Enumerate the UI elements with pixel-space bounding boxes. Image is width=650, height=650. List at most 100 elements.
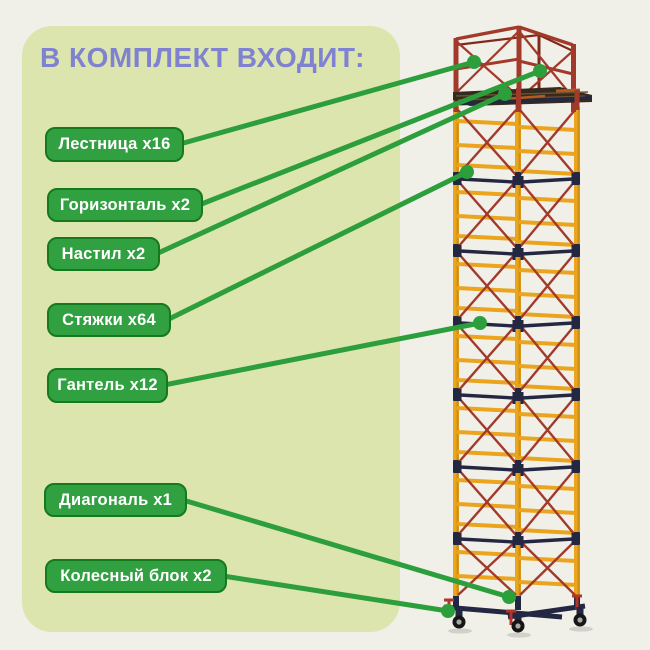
guard-post-foot (516, 88, 521, 112)
ladder-rung (518, 292, 577, 299)
post-sleeve (574, 388, 580, 401)
post-sleeve (453, 244, 459, 257)
tower-post-shade (577, 107, 580, 600)
tie-diagonal (519, 180, 576, 248)
connector-dot-6 (502, 590, 516, 604)
ladder-rung (456, 574, 518, 581)
ladder-rung (518, 364, 577, 371)
tower-post (453, 107, 459, 600)
guard-top-rail (455, 25, 520, 41)
leader-line-1 (179, 59, 475, 147)
tie-diagonal (519, 324, 576, 392)
ladder-rung (456, 550, 518, 557)
guard-top-rail (518, 25, 574, 47)
ladder-rung (456, 502, 518, 509)
ladder-rung (456, 478, 518, 485)
dumbbell-bar (459, 537, 515, 544)
guard-post (571, 44, 576, 112)
rear-guard-post (537, 33, 541, 91)
ladder-rung (456, 143, 518, 150)
kit-item-pill-6: Диагональ x1 (44, 483, 187, 517)
dumbbell-bar (521, 249, 574, 256)
guard-post (516, 26, 522, 112)
post-sleeve (574, 172, 580, 185)
post-sleeve (515, 388, 521, 401)
ladder-rung (518, 196, 577, 203)
tie-diagonal (457, 109, 517, 176)
tie-diagonal (457, 324, 517, 392)
leader-line-6 (182, 497, 510, 600)
ladder-rung (518, 125, 577, 132)
dumbbell-bar (521, 177, 574, 184)
connector-dot-2 (533, 64, 547, 78)
leader-line-3 (154, 91, 507, 257)
post-sleeve (574, 244, 580, 257)
wheel-fork (455, 609, 463, 618)
wheel-fork (576, 607, 584, 616)
connector-dot-4 (460, 165, 474, 179)
connector-dot-1 (467, 55, 481, 69)
kit-item-pill-3: Настил x2 (47, 237, 160, 271)
deck-hatch (504, 94, 546, 101)
tie-diagonal (457, 180, 517, 248)
dumbbell-bar (459, 177, 515, 184)
ladder-rung (456, 190, 518, 197)
tie-diagonal (519, 540, 576, 596)
kit-item-pill-7: Колесный блок x2 (45, 559, 227, 593)
kit-item-pill-5: Гантель x12 (47, 368, 168, 403)
dumbbell-bar (459, 249, 515, 256)
leader-line-5 (163, 320, 481, 388)
wheel-shadow (507, 632, 531, 638)
dumbbell-bar (459, 393, 515, 400)
deck-frame (452, 96, 592, 106)
ladder-rung (518, 556, 577, 563)
wheel-block-beam (443, 604, 563, 620)
post-sleeve (515, 316, 521, 329)
tie-diagonal (519, 109, 576, 176)
wheel-hub (515, 623, 521, 629)
post-sleeve (574, 316, 580, 329)
wheel-hub (577, 617, 583, 623)
base-stub (453, 596, 459, 610)
wheel-fork (514, 613, 522, 622)
post-sleeve (453, 532, 459, 545)
dumbbell-bar (521, 537, 574, 544)
post-sleeve (515, 460, 521, 473)
guard-mid-rail (455, 57, 520, 71)
post-sleeve (574, 460, 580, 473)
leader-line-4 (165, 169, 469, 323)
dumbbell-bar (521, 321, 574, 328)
guard-brace (518, 30, 575, 100)
guard-post (453, 38, 459, 112)
leader-line-7 (222, 573, 449, 614)
post-sleeve (574, 532, 580, 545)
ladder-rung (518, 456, 577, 463)
ladder-rung (456, 119, 518, 126)
ladder-rung (456, 214, 518, 221)
base-stub (515, 596, 521, 610)
ladder-rung (518, 149, 577, 156)
connector-dot-5 (473, 316, 487, 330)
tie-diagonal (519, 468, 576, 536)
ladder-rung (518, 580, 577, 587)
dumbbell-bar (459, 465, 515, 472)
ladder-rung (518, 528, 577, 535)
scaffold-tower (443, 25, 593, 638)
guard-brace (455, 40, 520, 98)
ladder-rung (518, 312, 577, 319)
dumbbell-bar (521, 393, 574, 400)
leader-annotations (154, 55, 547, 618)
wheel-shadow (569, 626, 593, 632)
ladder-rung (518, 412, 577, 419)
page-title: В КОМПЛЕКТ ВХОДИТ: (40, 42, 365, 73)
ladder-rung (456, 262, 518, 269)
ladder-rung (456, 334, 518, 341)
ladder-rung (456, 406, 518, 413)
ladder-rung (518, 220, 577, 227)
guard-post-foot (574, 90, 580, 110)
ladder-rung (518, 484, 577, 491)
rear-guard-rail (538, 34, 574, 52)
post-sleeve (515, 172, 521, 185)
